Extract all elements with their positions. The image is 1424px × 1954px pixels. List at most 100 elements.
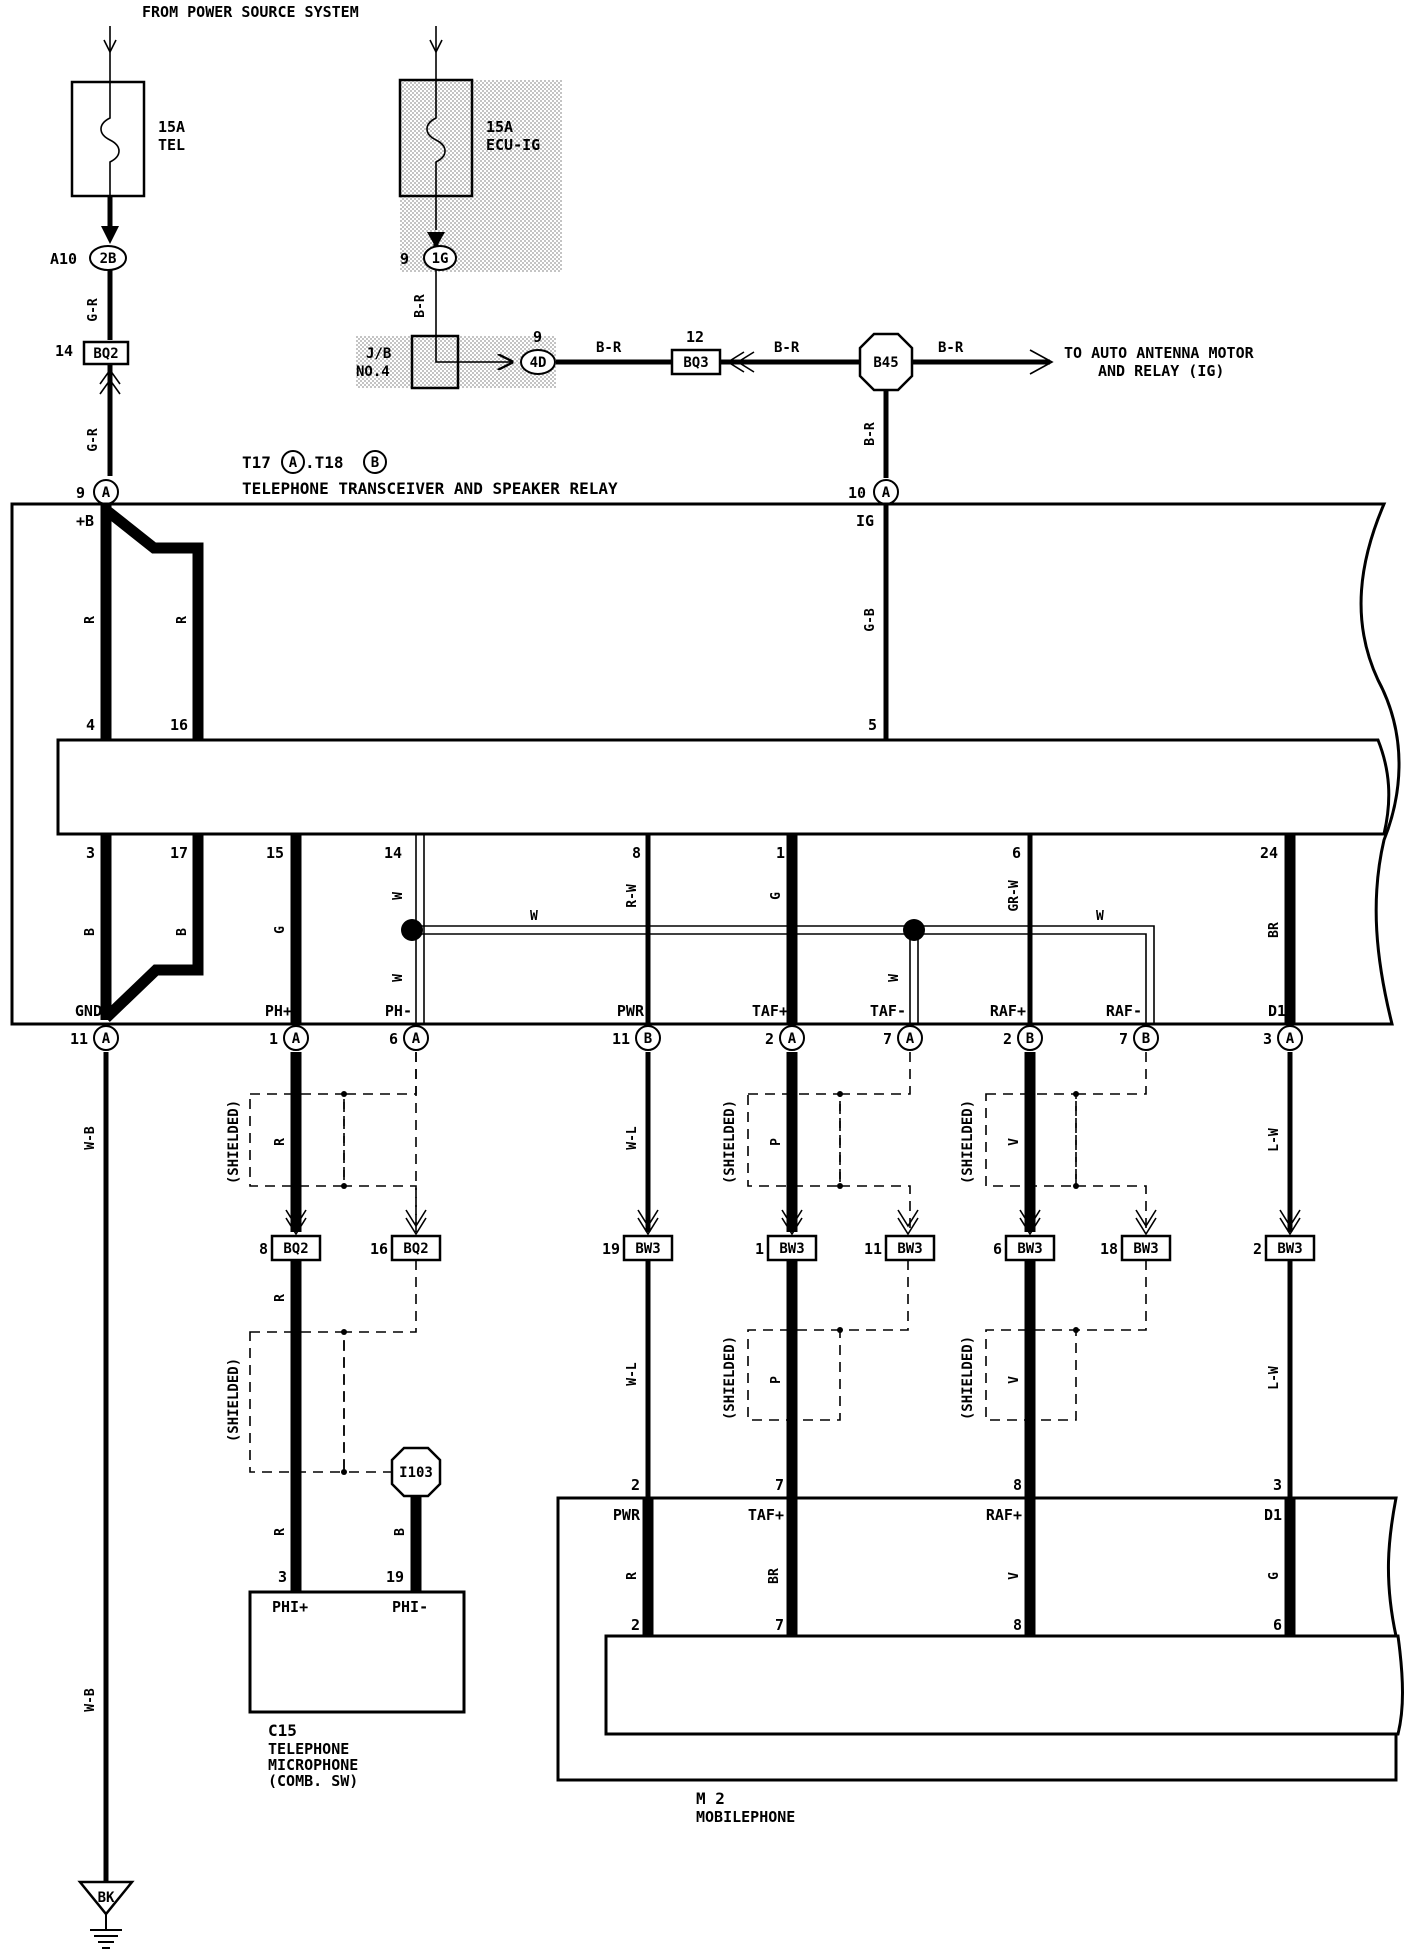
- terminal-connector-badge: A: [403, 1025, 429, 1051]
- terminal-pin-number: 11: [612, 1030, 630, 1048]
- fuse-ecu-ig: 15A ECU-IG: [398, 26, 562, 272]
- mic-line-1: TELEPHONE: [268, 1740, 349, 1758]
- wire-label-gr-w: GR-W: [1007, 880, 1022, 911]
- terminal-pin-number: 1: [269, 1030, 278, 1048]
- terminal-pin-number: 7: [1119, 1030, 1128, 1048]
- svg-text:4D: 4D: [530, 355, 547, 371]
- junction-pin: 1: [755, 1240, 764, 1258]
- junction-pin: 11: [864, 1240, 882, 1258]
- wire-label-r-2: R: [175, 616, 190, 624]
- wire-label-w-b-2: W-B: [83, 1688, 98, 1712]
- antenna-label-1: TO AUTO ANTENNA MOTOR: [1064, 344, 1255, 362]
- junction-pin: 2: [1253, 1240, 1262, 1258]
- mobile-top-pin: 3: [1273, 1476, 1282, 1494]
- shielded-label-5: (SHIELDED): [960, 1100, 976, 1184]
- terminal-connector-badge: A: [897, 1025, 923, 1051]
- shielded-label-3: (SHIELDED): [722, 1100, 738, 1184]
- terminal-connector-badge: B: [1017, 1025, 1043, 1051]
- junction-pin: 6: [993, 1240, 1002, 1258]
- junction-name: BW3: [1017, 1241, 1042, 1257]
- wire-label-g-taf: G: [769, 892, 784, 900]
- fuse-tel-name: TEL: [158, 136, 185, 154]
- terminal-pin-number: 6: [389, 1030, 398, 1048]
- shield-lines: [249, 1052, 1147, 1475]
- wire-label-v-1: V: [1007, 1138, 1022, 1146]
- junction-pin: 18: [1100, 1240, 1118, 1258]
- ground-bk: BK: [77, 1880, 135, 1949]
- svg-text:BK: BK: [98, 1890, 115, 1906]
- transceiver-name: TELEPHONE TRANSCEIVER AND SPEAKER RELAY: [242, 479, 618, 498]
- terminal-label: TAF-: [870, 1002, 906, 1020]
- svg-text:2B: 2B: [100, 251, 117, 267]
- svg-text:.T18: .T18: [305, 453, 344, 472]
- wire-label-r-1: R: [83, 616, 98, 624]
- mobile-bottom-pin: 6: [1273, 1616, 1282, 1634]
- wire-label-w-ph-2: W: [391, 974, 406, 982]
- connector-a10: A10: [50, 250, 77, 268]
- transceiver-internal-wiring: [100, 504, 1296, 1024]
- mic-pin-minus: 19: [386, 1568, 404, 1586]
- junction-name: BQ2: [403, 1241, 428, 1257]
- junction-pin: 19: [602, 1240, 620, 1258]
- wire-label-br: BR: [1267, 922, 1282, 938]
- pin-9-conn: A: [93, 479, 119, 505]
- jb-label-2: NO.4: [356, 364, 390, 380]
- wire-label-m-v: V: [1007, 1572, 1022, 1580]
- pin-1: 1: [776, 844, 785, 862]
- terminal-connector-badge: A: [1277, 1025, 1303, 1051]
- wire-label-b-2: B: [175, 928, 190, 936]
- connector-bq2-pin: 14: [55, 342, 73, 360]
- terminal-label: TAF+: [752, 1002, 788, 1020]
- mobile-terminal-label: RAF+: [986, 1506, 1022, 1524]
- wire-label-b-mic: B: [393, 1528, 408, 1536]
- connector-4d-badge: 4D: [520, 349, 556, 375]
- antenna-label-2: AND RELAY (IG): [1098, 362, 1224, 380]
- wire-label-r-lower-2: R: [273, 1294, 288, 1302]
- terminal-connector-badge: A: [93, 1025, 119, 1051]
- wire-label-r-lower-1: R: [273, 1138, 288, 1146]
- wire-label-l-w-2: L-W: [1267, 1366, 1282, 1390]
- svg-text:A: A: [102, 1031, 111, 1047]
- terminal-label: GND: [75, 1002, 102, 1020]
- terminal-connector-badge: B: [1133, 1025, 1159, 1051]
- junction-name: BW3: [1277, 1241, 1302, 1257]
- terminal-pin-number: 2: [1003, 1030, 1012, 1048]
- mic-term-plus: PHI+: [272, 1598, 308, 1616]
- junction-connector: 6 BW3: [993, 1234, 1056, 1262]
- svg-text:B: B: [371, 455, 379, 471]
- terminal-connector-badge: B: [635, 1025, 661, 1051]
- wire-label-w-taf: W: [887, 974, 902, 982]
- mobilephone-name: MOBILEPHONE: [696, 1808, 795, 1826]
- junction-connector: 2 BW3: [1253, 1234, 1316, 1262]
- connector-1g-pin: 9: [400, 250, 409, 268]
- pin-17: 17: [170, 844, 188, 862]
- wire-label-v-2: V: [1007, 1376, 1022, 1384]
- pin-plus-b: +B: [76, 512, 94, 530]
- terminal-label: PH-: [385, 1002, 412, 1020]
- wire-label-b-r-2: B-R: [774, 340, 800, 356]
- svg-text:I103: I103: [399, 1465, 433, 1481]
- wire-label-b-r-3: B-R: [938, 340, 964, 356]
- connector-4d-pin: 9: [533, 328, 542, 346]
- mobile-top-pin: 8: [1013, 1476, 1022, 1494]
- terminal-pin-number: 11: [70, 1030, 88, 1048]
- wire-label-g-b: G-B: [863, 608, 878, 632]
- junction-pin: 8: [259, 1240, 268, 1258]
- pin-10-conn: A: [873, 479, 899, 505]
- terminal-label: D1: [1268, 1002, 1286, 1020]
- terminal-pin-number: 7: [883, 1030, 892, 1048]
- wire-label-r-mic: R: [273, 1528, 288, 1536]
- svg-text:A: A: [412, 1031, 421, 1047]
- svg-text:A: A: [906, 1031, 915, 1047]
- svg-text:B: B: [644, 1031, 652, 1047]
- wire-label-w-l-2: W-L: [625, 1362, 640, 1386]
- connector-b45: B45: [858, 332, 914, 392]
- wire-label-g-ph: G: [273, 926, 288, 934]
